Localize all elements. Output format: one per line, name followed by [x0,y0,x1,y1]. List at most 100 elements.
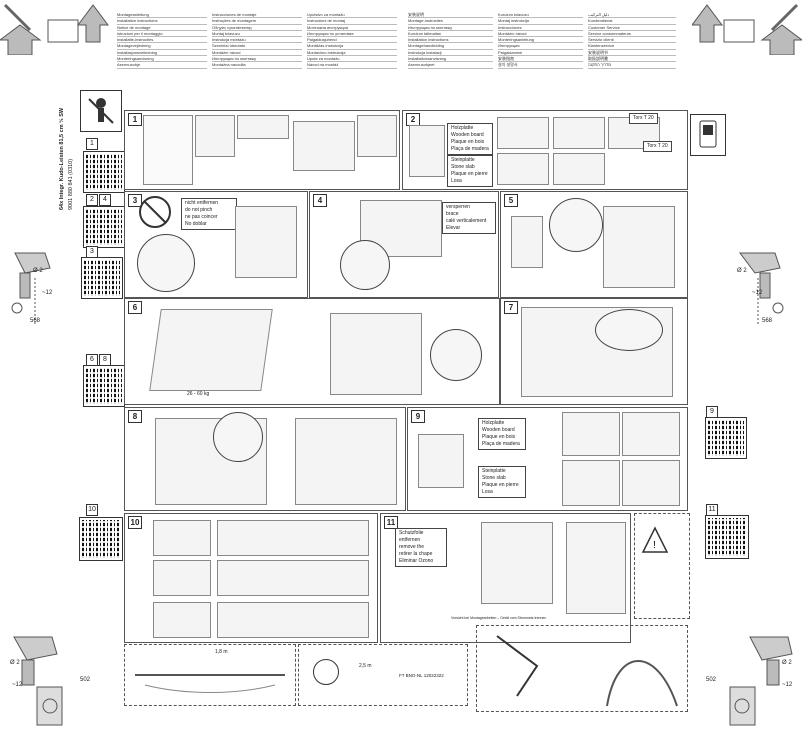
door-panel-sketch [330,313,422,395]
product-label: 64x Integr. Kudo-Leisten 81,5 cm ½ SW [59,107,65,210]
qr-label: 4 [99,194,111,206]
appliance-sketch [235,206,297,278]
left-arrow-icon [0,0,110,56]
right-arrow-icon [691,0,802,56]
dim-d502: 502 [706,677,717,683]
install-sketch [195,115,235,157]
detail-circle [340,240,390,290]
dim-d12: ~12 [752,290,763,296]
appliance-sketch [603,206,675,288]
appliance-sketch [418,434,464,488]
qr-label: 6 [86,354,98,366]
legal-text: Vorsicht bei Montagearbeiten – Gerät vom… [451,616,547,620]
power-box: 2,5 m FT BNO-NL 12022322 [298,644,468,706]
rail-sketch [217,560,369,596]
option-sketch [153,520,211,556]
dim-d502: 502 [80,677,91,683]
bracket-sketch [553,117,605,149]
door-panel-sketch [149,309,273,391]
detail-circle [549,198,603,252]
install-sketch [293,121,355,171]
qr-label: 10 [86,504,98,516]
option-sketch [153,560,211,596]
phone-scan-icon [690,114,726,156]
option-sketch [153,602,211,638]
hose-length: 1,8 m [215,649,228,655]
dim-d2: Ø 2 [737,268,747,274]
qr-label: 11 [706,504,718,516]
step-panel-5: 5 [500,191,688,298]
qr-code[interactable] [81,257,123,299]
doc-number: 9001 880 841 (0310) [68,158,74,210]
dim-d2: Ø 2 [782,660,792,666]
qr-code[interactable] [705,417,747,459]
qr-code[interactable] [79,517,123,561]
no-entry-icon [139,196,171,228]
weight-label: 26 - 60 kg [187,391,210,397]
qr-label: 3 [86,246,98,258]
torx-label: Torx T 20 [629,113,658,124]
dim-d2: Ø 2 [10,660,20,666]
power-length: 2,5 m [359,663,372,669]
dim-d568: 568 [762,318,773,324]
clamp-detail-box [476,625,688,712]
drill-icon [2,632,77,727]
dim-d12: ~12 [42,290,53,296]
part-number: FT BNO-NL 12022322 [399,673,444,678]
socket-icon [313,659,339,685]
cabinet-sketch [511,216,543,268]
parts-list [143,115,193,185]
drill-icon [5,248,60,328]
qr-code[interactable] [83,365,125,407]
svg-text:!: ! [653,540,656,551]
step-panel-10: 10 [124,513,378,643]
rail-sketch [217,602,369,638]
bracket-sketch [562,412,620,456]
tools-icon [80,90,122,132]
hose-box: 1,8 m [124,644,296,706]
detail-circle [430,329,482,381]
install-sketch [357,115,397,157]
dim-d12: ~12 [782,682,793,688]
warning-box: ! [634,513,690,619]
bracket-sketch [622,412,680,456]
step-panel-6: 6 26 - 60 kg [124,298,500,405]
appliance-sketch [409,125,445,177]
detail-circle [137,234,195,292]
qr-code[interactable] [83,151,125,193]
qr-code[interactable] [83,206,125,248]
qr-label: 2 [86,194,98,206]
torx-label: Torx T 20 [643,141,672,152]
step-panel-8: 8 [124,407,406,511]
qr-code[interactable] [705,515,749,559]
drill-icon [730,248,790,328]
qr-label: 8 [99,354,111,366]
parts-sketch [566,522,626,614]
detail-circle [213,412,263,462]
rail-sketch [217,520,369,556]
detail-circle [595,309,663,351]
dim-d2: Ø 2 [33,268,43,274]
bracket-sketch [622,460,680,506]
install-sketch [237,115,289,139]
bracket-sketch [497,153,549,185]
appliance-sketch [295,418,397,505]
bracket-sketch [497,117,549,149]
step-panel-7: 7 [500,298,688,405]
kitchen-sketch [481,522,553,604]
bracket-sketch [553,153,605,185]
qr-label: 1 [86,138,98,150]
